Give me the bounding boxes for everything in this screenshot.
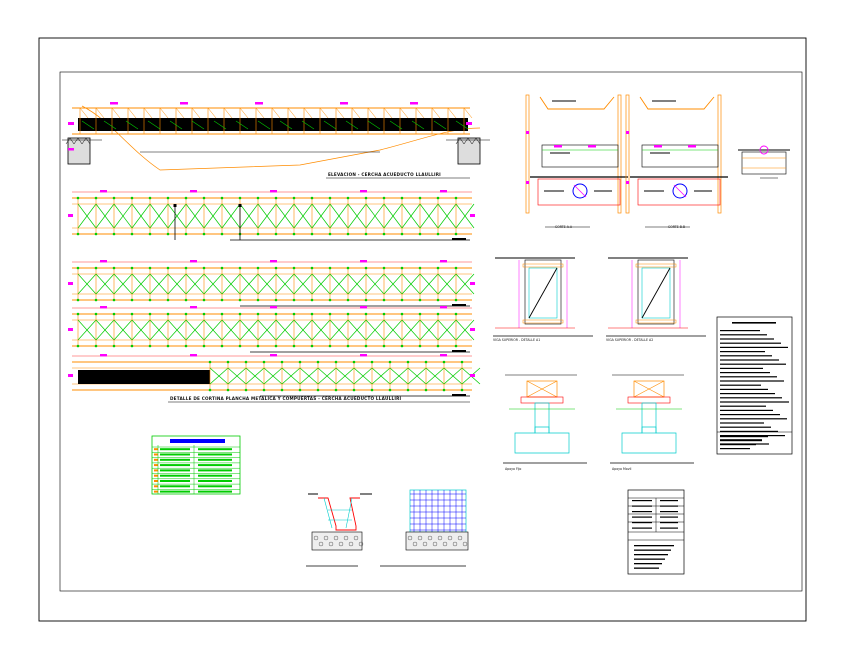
detail-deck-title: DETALLE DE CORTINA PLANCHA METALICA Y CO… bbox=[170, 396, 401, 401]
beam-detail-2-title: VIGA SUPERIOR - DETALLE A2 bbox=[606, 338, 653, 342]
beam-details bbox=[493, 257, 706, 337]
inner-frame bbox=[59, 71, 803, 592]
support-details bbox=[503, 374, 694, 464]
general-notes-box bbox=[716, 316, 793, 455]
beam-detail-1-title: VIGA SUPERIOR - DETALLE A1 bbox=[493, 338, 540, 342]
truss-plan-strips bbox=[68, 190, 481, 397]
cross-section-a-title: CORTE A-A bbox=[555, 225, 573, 229]
support-mobile-title: Apoyo Movil bbox=[612, 467, 631, 471]
small-pipe-detail bbox=[738, 145, 790, 179]
outer-frame bbox=[38, 37, 807, 622]
cross-section-b-title: CORTE B-B bbox=[668, 225, 685, 229]
wall-sections bbox=[306, 489, 469, 567]
title-block bbox=[627, 489, 685, 575]
elevation-view: ELEVACION - CERCHA ACUEDUCTO LLAULLIRI bbox=[62, 102, 490, 179]
elevation-title: ELEVACION - CERCHA ACUEDUCTO LLAULLIRI bbox=[328, 172, 441, 177]
materials-table bbox=[151, 435, 241, 495]
support-fixed-title: Apoyo Fijo bbox=[505, 467, 521, 471]
cross-sections bbox=[525, 94, 728, 228]
